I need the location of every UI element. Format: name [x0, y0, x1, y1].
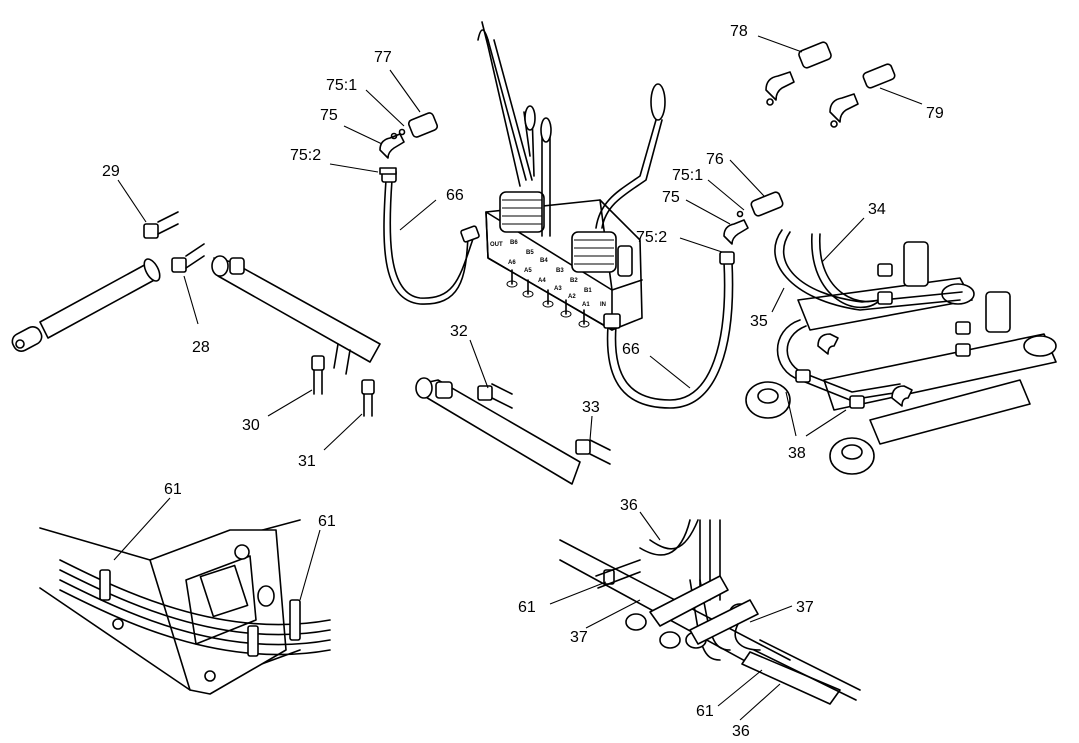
callout-37-right: 37 [796, 599, 814, 616]
port-a3: A3 [554, 286, 562, 292]
callout-75-2-right: 75:2 [636, 229, 667, 246]
callout-61-d: 61 [696, 703, 714, 720]
callout-61-b: 61 [318, 513, 336, 530]
port-a2: A2 [568, 294, 576, 300]
port-b1: B1 [584, 288, 592, 294]
control-valve-block: OUT IN B6 B5 B4 B3 B2 B1 A6 A5 A4 A3 A2 … [477, 21, 666, 331]
callout-36-top: 36 [620, 497, 638, 514]
hoses-30-31 [311, 355, 375, 417]
callout-35: 35 [750, 313, 768, 330]
boom-cylinder-right [211, 255, 381, 375]
boom-hose-routing-detail [559, 519, 861, 705]
hose-66-right [603, 251, 735, 409]
port-b5: B5 [526, 250, 534, 256]
boom-cylinder-left [11, 258, 161, 352]
callout-labels: 77 75:1 75 75:2 66 29 28 30 31 78 79 76 … [102, 23, 944, 740]
callout-78: 78 [730, 23, 748, 40]
port-b2: B2 [570, 278, 578, 284]
callout-75-2-left: 75:2 [290, 147, 321, 164]
middle-cylinder [415, 377, 611, 485]
callout-38: 38 [788, 445, 806, 462]
boom-clamp-detail [39, 519, 331, 695]
callout-75-right: 75 [662, 189, 680, 206]
callout-34: 34 [868, 201, 886, 218]
callout-37-left: 37 [570, 629, 588, 646]
fitting-assembly-76 [723, 191, 784, 245]
callout-30: 30 [242, 417, 260, 434]
leader-lines [113, 35, 923, 721]
callout-36-bottom: 36 [732, 723, 750, 740]
fittings-28-29 [143, 211, 205, 273]
callout-29: 29 [102, 163, 120, 180]
callout-66-left: 66 [446, 187, 464, 204]
callout-75-1-left: 75:1 [326, 77, 357, 94]
port-a5: A5 [524, 268, 532, 274]
hose-66-left [381, 169, 480, 305]
port-a6: A6 [508, 260, 516, 266]
callout-75-1-right: 75:1 [672, 167, 703, 184]
port-b4: B4 [540, 258, 548, 264]
callout-75-left: 75 [320, 107, 338, 124]
callout-61-c: 61 [518, 599, 536, 616]
callout-76: 76 [706, 151, 724, 168]
callout-33: 33 [582, 399, 600, 416]
port-a4: A4 [538, 278, 546, 284]
double-cylinder-assembly [745, 229, 1057, 475]
callout-31: 31 [298, 453, 316, 470]
callout-77: 77 [374, 49, 392, 66]
callout-32: 32 [450, 323, 468, 340]
port-in: IN [600, 302, 606, 308]
fitting-assembly-77 [379, 112, 439, 175]
port-a1: A1 [582, 302, 590, 308]
fitting-assembly-78-79 [765, 41, 896, 128]
port-b3: B3 [556, 268, 564, 274]
port-b6: B6 [510, 240, 518, 246]
callout-66-right: 66 [622, 341, 640, 358]
callout-28: 28 [192, 339, 210, 356]
callout-61-a: 61 [164, 481, 182, 498]
port-out: OUT [490, 242, 503, 248]
callout-79: 79 [926, 105, 944, 122]
